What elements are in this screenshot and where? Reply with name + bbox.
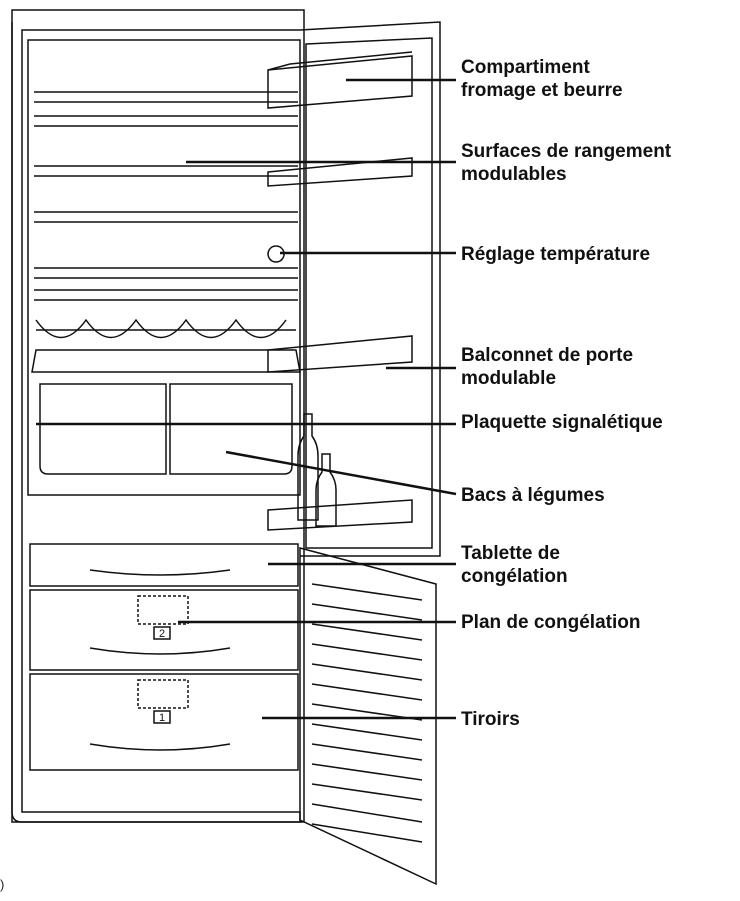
label-line: Tiroirs [461, 708, 520, 731]
door-rack-bottom [268, 500, 412, 530]
door-balcony [268, 336, 412, 372]
label-compartiment: Compartiment fromage et beurre [461, 56, 623, 102]
cabinet-outline [12, 22, 300, 822]
drawer-number-2: 2 [159, 628, 165, 640]
label-balconnet: Balconnet de porte modulable [461, 344, 633, 390]
drawer-number-1: 1 [159, 712, 165, 724]
crisper-left [40, 384, 166, 474]
label-line: modulables [461, 163, 671, 186]
freezer-plate-1 [138, 680, 188, 708]
freezer-plate-2 [138, 596, 188, 624]
bottle [316, 454, 336, 526]
label-reglage: Réglage température [461, 243, 650, 266]
label-line: Bacs à légumes [461, 484, 605, 507]
label-line: Plaquette signalétique [461, 411, 663, 434]
label-bacs: Bacs à légumes [461, 484, 605, 507]
cabinet-body [12, 10, 304, 822]
drawer-number-labels: 2 1 [159, 628, 165, 724]
label-line: Compartiment [461, 56, 623, 79]
label-plan: Plan de congélation [461, 611, 640, 634]
label-line: Surfaces de rangement [461, 140, 671, 163]
label-surfaces: Surfaces de rangement modulables [461, 140, 671, 186]
glass-shelf [32, 350, 300, 372]
freezer-tablette [30, 544, 298, 586]
label-line: Plan de congélation [461, 611, 640, 634]
bottle-rack [36, 320, 286, 338]
label-line: fromage et beurre [461, 79, 623, 102]
label-plaquette: Plaquette signalétique [461, 411, 663, 434]
label-line: Réglage température [461, 243, 650, 266]
label-tiroirs: Tiroirs [461, 708, 520, 731]
label-line: Tablette de [461, 542, 568, 565]
fridge-door [300, 22, 440, 556]
leader-bacs [226, 452, 456, 494]
label-line: congélation [461, 565, 568, 588]
label-line: Balconnet de porte [461, 344, 633, 367]
fridge-shelves [34, 92, 298, 300]
label-line: modulable [461, 367, 633, 390]
stray-mark: ) [0, 877, 4, 892]
label-tablette: Tablette de congélation [461, 542, 568, 588]
